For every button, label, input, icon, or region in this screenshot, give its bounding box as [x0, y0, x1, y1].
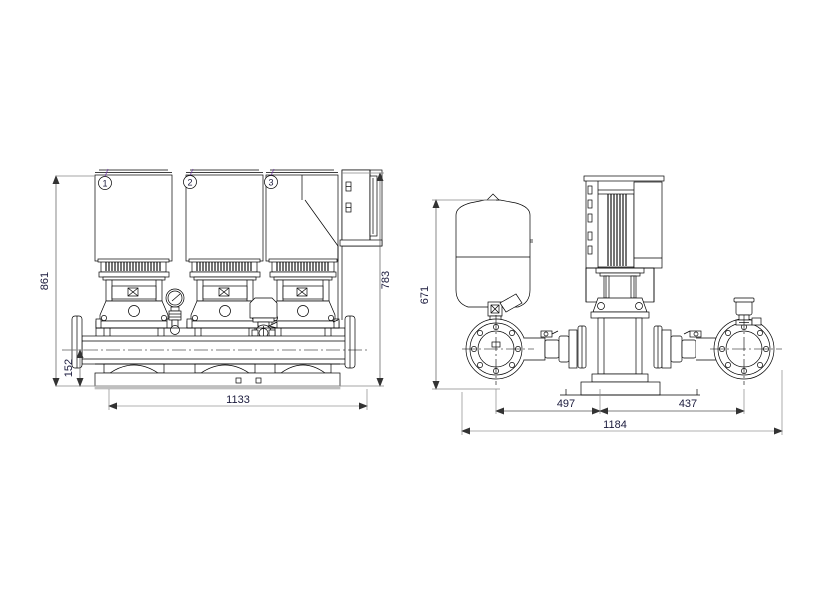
pump-port-flanges — [577, 325, 663, 369]
dim-tank-height — [432, 199, 500, 390]
side-view — [455, 175, 775, 396]
pump-balloon-1 — [98, 168, 112, 190]
tank-connection — [487, 293, 523, 326]
pressure-gauge — [165, 288, 185, 335]
diaphragm-tank — [455, 193, 533, 308]
terminal-box — [633, 181, 663, 272]
dim-manifold-height — [64, 349, 95, 387]
dim-overall-length — [108, 389, 368, 410]
balloon-callouts — [98, 168, 278, 190]
balloon-text: 1 2 3 — [102, 178, 273, 189]
pump-balloon-3 — [264, 168, 278, 189]
pump-supports — [95, 363, 340, 374]
suction-manifold — [81, 335, 349, 365]
dim-text-861: 861 — [39, 272, 51, 290]
pump-2 — [185, 169, 264, 351]
pump-1 — [94, 169, 173, 351]
dim-text-671: 671 — [419, 286, 431, 304]
dim-text-783: 783 — [380, 271, 392, 289]
pump-balloon-2 — [183, 168, 197, 189]
front-view-dimension-text: 861 152 783 1133 — [39, 271, 392, 406]
dim-text-437: 437 — [679, 398, 697, 410]
control-cabinet — [301, 169, 383, 323]
dim-text-1133: 1133 — [226, 394, 250, 406]
dim-centre-to-end — [599, 389, 745, 415]
dim-text-152: 152 — [63, 359, 75, 377]
base-frame — [94, 372, 341, 390]
side-view-centrelines — [462, 315, 782, 385]
front-view-dimensions — [52, 172, 384, 410]
dim-text-1184: 1184 — [603, 419, 627, 431]
right-flange — [344, 315, 356, 369]
front-view — [71, 169, 383, 390]
base-plate — [560, 381, 700, 396]
side-view-dimensions — [432, 199, 783, 435]
balloon-label-3: 3 — [268, 178, 273, 188]
dim-text-497: 497 — [557, 398, 575, 410]
side-view-dimension-text: 671 497 437 1184 — [419, 286, 697, 431]
balloon-label-2: 2 — [187, 178, 192, 188]
dim-overall-depth — [461, 370, 783, 435]
pump-motor — [583, 175, 665, 383]
dim-cabinet-height — [340, 172, 384, 387]
balloon-label-1: 1 — [102, 179, 107, 189]
dim-overall-height — [52, 175, 95, 387]
